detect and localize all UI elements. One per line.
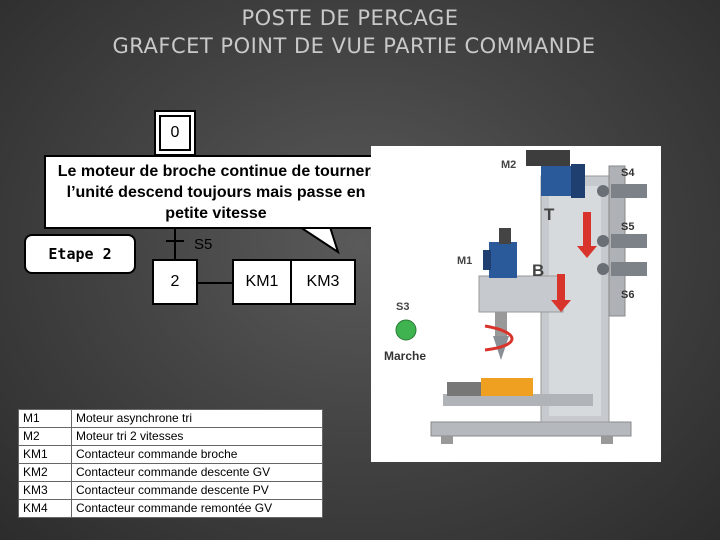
label-s5: S5 <box>621 221 634 233</box>
legend-code: KM2 <box>19 464 72 482</box>
motor-m1 <box>483 228 517 278</box>
label-marche: Marche <box>384 349 426 363</box>
start-button-s3 <box>396 320 416 340</box>
label-s4: S4 <box>621 167 635 179</box>
label-t: T <box>544 205 555 224</box>
motor-m2 <box>526 150 585 198</box>
legend-description: Contacteur commande descente GV <box>72 464 323 482</box>
label-b: B <box>532 261 544 280</box>
legend-code: KM4 <box>19 500 72 518</box>
legend-code: M2 <box>19 428 72 446</box>
legend-description: Contacteur commande remontée GV <box>72 500 323 518</box>
legend-description: Contacteur commande broche <box>72 446 323 464</box>
drilling-machine-illustration: M2 M1 S4 S5 S6 T B S3 Marche <box>371 146 661 462</box>
machine-base <box>431 422 631 436</box>
drill-head <box>479 276 563 312</box>
label-m1: M1 <box>457 255 472 267</box>
label-s3: S3 <box>396 301 409 313</box>
sensor-s4 <box>597 184 647 198</box>
legend-description: Contacteur commande descente PV <box>72 482 323 500</box>
legend-description: Moteur asynchrone tri <box>72 410 323 428</box>
vise <box>481 378 533 396</box>
etape-label: Etape 2 <box>24 234 136 274</box>
legend-description: Moteur tri 2 vitesses <box>72 428 323 446</box>
legend-code: KM1 <box>19 446 72 464</box>
label-m2: M2 <box>501 159 516 171</box>
explanation-callout: Le moteur de broche continue de tourner,… <box>44 155 388 229</box>
legend-code: KM3 <box>19 482 72 500</box>
legend-code: M1 <box>19 410 72 428</box>
label-s6: S6 <box>621 289 634 301</box>
sensor-s6 <box>597 262 647 276</box>
sensor-s5 <box>597 234 647 248</box>
